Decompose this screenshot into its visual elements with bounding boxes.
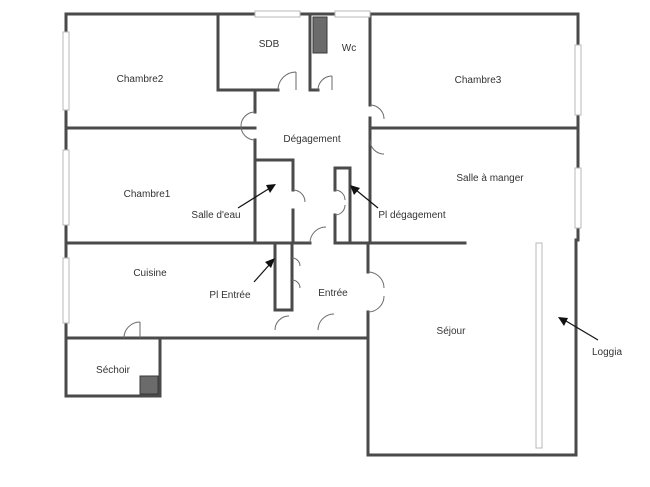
door-chambre2 [240, 111, 256, 127]
annotation-loggia: Loggia [592, 347, 622, 358]
room-label-degagement: Dégagement [283, 134, 340, 145]
room-label-chambre3: Chambre3 [455, 75, 502, 86]
room-label-salle-a-manger: Salle à manger [456, 173, 524, 184]
door-pl-degagement [334, 189, 346, 201]
room-label-sdb: SDB [259, 39, 280, 50]
room-label-cuisine: Cuisine [133, 268, 167, 279]
windows [62, 10, 582, 449]
room-label-wc: Wc [342, 43, 356, 54]
doors [123, 71, 385, 339]
room-label-sechoir: Séchoir [96, 365, 131, 376]
window-chambre2 [62, 31, 70, 111]
room-label-sejour: Séjour [437, 326, 467, 337]
door-pl-entree [291, 257, 301, 267]
window-sejour-loggia [535, 242, 543, 449]
window-salle-a-manger [574, 167, 582, 229]
window-chambre3 [574, 44, 582, 116]
door-salle-deau [292, 189, 306, 203]
door-entree-degagement [309, 226, 327, 244]
annotation-pl-entree: Pl Entrée [209, 290, 251, 301]
door-wc [317, 75, 333, 91]
door-salle-a-manger [369, 139, 385, 155]
annotation-pl-degagement: Pl dégagement [378, 210, 445, 221]
room-label-chambre1: Chambre1 [124, 189, 171, 200]
interior-walls [64, 12, 580, 342]
arrow-loggia [558, 317, 599, 341]
door-sejour [367, 271, 385, 289]
arrow-salle-deau [237, 184, 276, 209]
sechoir-fixture [139, 375, 159, 395]
room-label-chambre2: Chambre2 [117, 74, 164, 85]
arrow-pl-entree [253, 258, 275, 283]
annotation-salle-deau: Salle d'eau [191, 210, 240, 221]
window-chambre1 [62, 149, 70, 226]
arrow-pl-degagement [350, 185, 379, 209]
room-label-entree: Entrée [318, 288, 348, 299]
wc-fixture [312, 16, 328, 54]
door-sdb [277, 71, 297, 91]
door-chambre3 [369, 104, 385, 120]
door-sechoir [123, 321, 141, 339]
window-sdb [254, 10, 301, 18]
window-cuisine [62, 257, 70, 324]
door-entree-main [274, 315, 290, 331]
window-wc [334, 10, 371, 18]
